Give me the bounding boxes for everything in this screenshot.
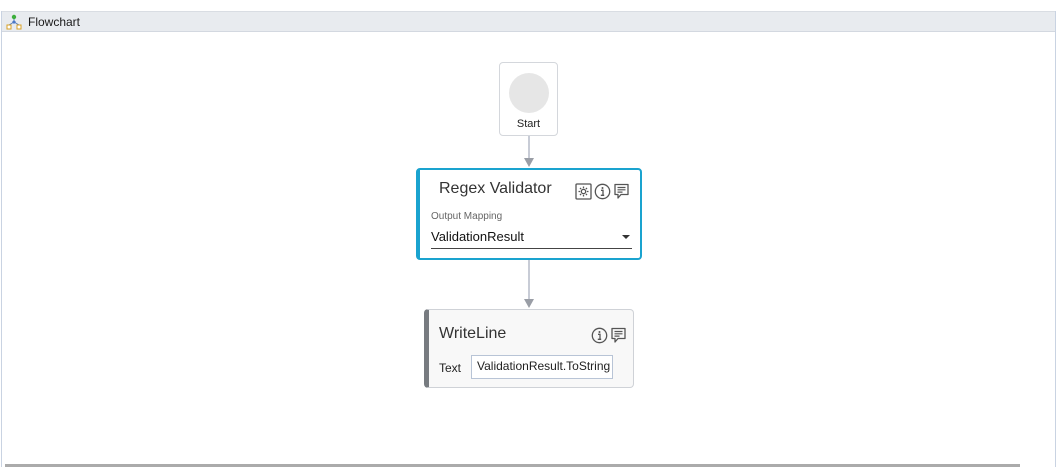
comment-icon[interactable] <box>609 326 627 344</box>
activity-icons <box>590 326 627 344</box>
flowchart-designer-panel: Flowchart Start Regex Validator <box>1 11 1056 467</box>
output-mapping-label: Output Mapping <box>431 211 503 222</box>
info-icon[interactable] <box>593 182 611 200</box>
output-mapping-value: ValidationResult <box>431 229 524 244</box>
start-circle-icon <box>509 73 549 113</box>
flowchart-canvas[interactable]: Start Regex Validator <box>2 32 1055 467</box>
regex-validator-activity[interactable]: Regex Validator <box>416 168 642 260</box>
designer-title: Flowchart <box>28 14 81 29</box>
arrow-head-icon <box>524 158 534 167</box>
chevron-down-icon[interactable] <box>622 234 630 239</box>
arrow-head-icon <box>524 299 534 308</box>
settings-icon[interactable] <box>574 182 592 200</box>
connector-start-to-regex[interactable] <box>528 136 530 160</box>
comment-icon[interactable] <box>612 182 630 200</box>
start-node[interactable]: Start <box>499 62 558 136</box>
designer-header: Flowchart <box>2 11 1055 32</box>
output-mapping-dropdown[interactable]: ValidationResult <box>431 225 632 249</box>
activity-title: Regex Validator <box>439 180 552 197</box>
info-icon[interactable] <box>590 326 608 344</box>
activity-icons <box>574 182 630 200</box>
text-input[interactable]: ValidationResult.ToString <box>471 355 613 379</box>
flowchart-icon <box>5 13 23 31</box>
horizontal-scrollbar[interactable] <box>5 464 1020 467</box>
text-field-label: Text <box>439 361 462 375</box>
activity-title: WriteLine <box>439 325 507 342</box>
start-label: Start <box>516 118 541 130</box>
connector-regex-to-writeline[interactable] <box>528 260 530 301</box>
writeline-activity[interactable]: WriteLine Text ValidationResu <box>424 309 634 388</box>
